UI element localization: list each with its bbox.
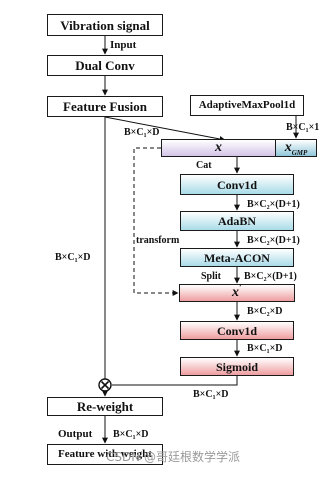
dashed-transform-path <box>133 147 179 296</box>
prime-mark: ′ <box>238 281 243 294</box>
sigmoid-block: Sigmoid <box>180 357 294 376</box>
conv1d-bottom-label: Conv1d <box>216 323 257 338</box>
dim-label-bc2-d1-c: B×C₂×(D+1) <box>244 271 297 282</box>
dual-conv-label: Dual Conv <box>75 58 135 73</box>
dim-label-bc1d-left: B×C₁×D <box>55 252 91 263</box>
conv1d-top-label: Conv1d <box>216 177 257 192</box>
adaptive-max-pool-block: AdaptiveMaxPool1d <box>190 95 304 116</box>
sigmoid-label: Sigmoid <box>215 359 258 374</box>
x-symbol: x <box>215 140 222 155</box>
conv1d-top-block: Conv1d <box>180 174 294 195</box>
input-label: Input <box>110 39 137 51</box>
split-label: Split <box>201 271 222 282</box>
multiply-node <box>98 378 112 392</box>
reweight-label: Re-weight <box>76 399 134 414</box>
meta-acon-label: Meta-ACON <box>204 250 270 265</box>
gmp-subscript: GMP <box>291 148 308 157</box>
feature-with-weight-label: Feature with weight <box>58 448 152 460</box>
dim-label-bc2-d1-a: B×C₂×(D+1) <box>247 199 300 210</box>
x-prime-symbol: x <box>231 285 239 300</box>
dim-label-bc1d-output: B×C₁×D <box>113 429 149 440</box>
x-feature-block: x <box>161 139 276 157</box>
dim-label-bc1-1: B×C₁×1 <box>286 122 320 133</box>
conv1d-bottom-block: Conv1d <box>180 321 294 340</box>
line-sigmoid-to-multiply <box>112 376 238 386</box>
vibration-signal-block: Vibration signal <box>47 14 163 36</box>
reweight-block: Re-weight <box>47 397 163 416</box>
cat-label: Cat <box>196 160 212 171</box>
meta-acon-block: Meta-ACON <box>180 248 294 267</box>
watermark-text: CSDN @哥廷根数学学派 <box>106 450 241 464</box>
feature-with-weight-block: Feature with weight <box>47 444 163 465</box>
feature-fusion-label: Feature Fusion <box>63 99 147 114</box>
adaptive-max-pool-label: AdaptiveMaxPool1d <box>198 99 296 111</box>
output-label: Output <box>58 428 93 440</box>
vibration-signal-label: Vibration signal <box>60 17 150 33</box>
dim-label-bc1d-sigmoid-in: B×C₁×D <box>247 343 283 354</box>
dim-label-bc2-d1-b: B×C₂×(D+1) <box>247 235 300 246</box>
adabn-block: AdaBN <box>180 211 294 231</box>
dim-label-bc1d-reweight: B×C₁×D <box>193 389 229 400</box>
line-fusion-to-x <box>104 116 226 142</box>
transform-label: transform <box>136 235 180 246</box>
dual-conv-block: Dual Conv <box>47 55 163 76</box>
adabn-label: AdaBN <box>217 214 256 228</box>
dim-label-bc2d: B×C₂×D <box>247 306 283 317</box>
feature-fusion-block: Feature Fusion <box>47 96 163 117</box>
x-gmp-symbol: x <box>284 140 292 155</box>
dim-label-bc1d-top: B×C₁×D <box>124 127 160 138</box>
x-prime-block: x′ <box>179 281 295 302</box>
